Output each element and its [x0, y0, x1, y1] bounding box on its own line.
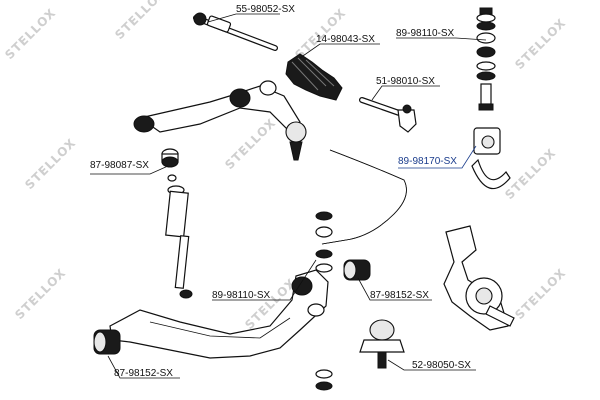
label-link-kit-mid: 89-98110-SX [212, 290, 271, 301]
label-ball-joint: 52-98050-SX [412, 360, 471, 371]
part-labels: 55-98052-SX 14-98043-SX 89-98110-SX 51-9… [90, 4, 471, 379]
label-boot: 14-98043-SX [316, 34, 375, 45]
watermark-text: STELLOX [2, 6, 59, 63]
bottom-washers [315, 369, 333, 391]
label-arm-bushing-left: 87-98152-SX [114, 368, 173, 379]
tie-rod-end [359, 97, 417, 133]
inner-tie-rod [193, 12, 278, 51]
watermark-text: STELLOX [512, 266, 569, 323]
label-arm-bushing-right: 87-98152-SX [370, 290, 429, 301]
lower-arm-bushing-left [93, 329, 121, 355]
watermark-text: STELLOX [502, 146, 559, 203]
label-inner-tie-rod: 55-98052-SX [236, 4, 295, 15]
watermark-text: STELLOX [22, 136, 79, 193]
upper-arm-bushing [161, 148, 179, 182]
lower-ball-joint [359, 319, 405, 369]
label-link-kit-top: 89-98110-SX [396, 28, 455, 39]
lower-arm-bushing-right [343, 259, 371, 281]
leader-lines [90, 13, 487, 379]
watermark-text: STELLOX [512, 16, 569, 73]
stabilizer-link-stack-mid [315, 211, 333, 273]
upper-control-arm [133, 80, 307, 161]
label-upper-arm-bushing: 87-98087-SX [90, 160, 149, 171]
label-stabilizer-bushing: 89-98170-SX [398, 156, 457, 167]
label-tie-rod-end: 51-98010-SX [376, 76, 435, 87]
watermark-text: STELLOX [12, 266, 69, 323]
steering-boot [285, 53, 343, 101]
watermark-text: STELLOX [222, 116, 279, 173]
watermark-text: STELLOX [112, 0, 169, 42]
stabilizer-bar [321, 149, 407, 245]
stabilizer-link-stack-top [476, 7, 496, 111]
shock-absorber [165, 185, 193, 299]
lower-control-arm [109, 269, 329, 359]
stabilizer-bushing [471, 127, 511, 190]
steering-knuckle [443, 225, 515, 331]
